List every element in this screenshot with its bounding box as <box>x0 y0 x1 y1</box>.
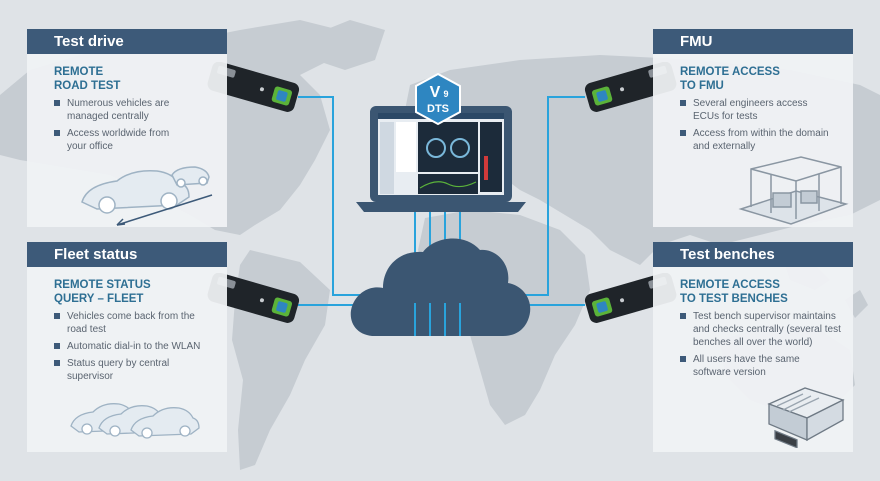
panel-title: Fleet status <box>27 242 227 267</box>
bullet-item: Vehicles come back from the road test <box>54 310 221 336</box>
ecu-icon <box>767 387 845 448</box>
bullet-list: Numerous vehicles are managed centrally … <box>27 97 227 153</box>
bullet-item: Numerous vehicles are managed centrally <box>54 97 221 123</box>
bullet-list: Several engineers access ECUs for tests … <box>653 97 853 153</box>
panel-fleet-status: Fleet status REMOTE STATUS QUERY – FLEET… <box>27 242 227 452</box>
bullet-item: Test bench supervisor maintains and chec… <box>680 310 847 349</box>
car-fleet-icon <box>70 403 200 439</box>
bullet-item: Automatic dial-in to the WLAN <box>54 340 221 353</box>
bullet-list: Vehicles come back from the road test Au… <box>27 310 227 383</box>
panel-subtitle: REMOTE STATUS QUERY – FLEET <box>54 279 151 305</box>
panel-subtitle: REMOTE ACCESS TO FMU <box>680 66 780 92</box>
panel-test-benches: Test benches REMOTE ACCESS TO TEST BENCH… <box>653 242 853 452</box>
bullet-item: Status query by central supervisor <box>54 357 221 383</box>
interface-device-fleet-status <box>207 273 300 323</box>
bullet-item: Access from within the domain and extern… <box>680 127 847 153</box>
bullet-item: All users have the same software version <box>680 353 847 379</box>
panel-subtitle: REMOTE ROAD TEST <box>54 66 121 92</box>
bullet-item: Several engineers access ECUs for tests <box>680 97 847 123</box>
car-icon <box>81 166 213 226</box>
badge-version-number: 9 <box>443 89 448 99</box>
panel-title: FMU <box>653 29 853 54</box>
dts-logo-badge: V 9 DTS <box>415 72 461 126</box>
panel-subtitle: REMOTE ACCESS TO TEST BENCHES <box>680 279 788 305</box>
production-line-icon <box>738 156 849 225</box>
laptop-icon <box>356 106 526 212</box>
bullet-list: Test bench supervisor maintains and chec… <box>653 310 853 379</box>
panel-fmu: FMU REMOTE ACCESS TO FMU Several enginee… <box>653 29 853 227</box>
bullet-item: Access worldwide from your office <box>54 127 221 153</box>
panel-test-drive: Test drive REMOTE ROAD TEST Numerous veh… <box>27 29 227 227</box>
panel-title: Test drive <box>27 29 227 54</box>
badge-label: DTS <box>427 103 449 115</box>
panel-title: Test benches <box>653 242 853 267</box>
cloud-icon <box>350 238 531 336</box>
badge-version: V <box>430 84 441 101</box>
